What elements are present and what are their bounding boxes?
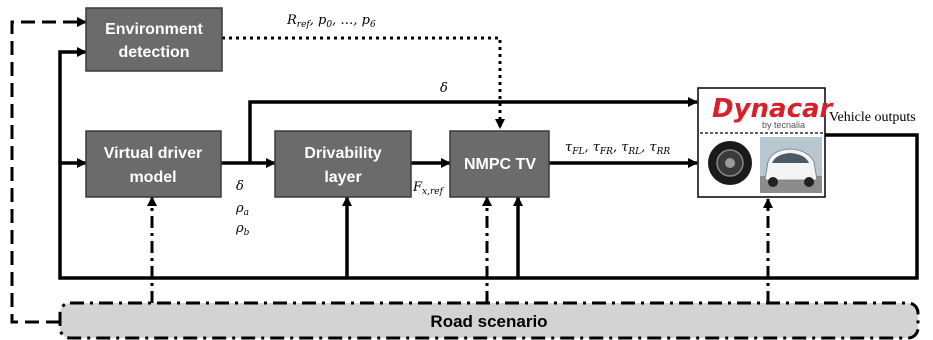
drivability-label-1: Drivability (304, 145, 381, 162)
environment-detection-block: Environment detection (85, 7, 223, 72)
dynacar-logo: Dynacar (712, 94, 835, 124)
environment-detection-label-2: detection (118, 44, 189, 61)
environment-to-nmpc-dotted-arrow (222, 36, 505, 129)
driver-output-rho-a: ρa (235, 201, 249, 218)
road-scenario-block: Road scenario (58, 301, 920, 340)
nmpc-tv-label: NMPC TV (464, 156, 536, 173)
dynacar-block: Dynacar by tecnalia (697, 87, 835, 198)
delta-branch-arrow (248, 97, 698, 163)
virtual-driver-block: Virtual driver model (85, 130, 222, 198)
force-reference-label: Fx,ref (412, 180, 445, 197)
car-photo-icon (760, 137, 822, 193)
torque-signals-label: τFL, τFR, τRL, τRR (565, 140, 670, 157)
virtual-driver-label-1: Virtual driver (104, 145, 202, 162)
nmpc-tv-block: NMPC TV (449, 130, 550, 198)
driver-output-delta: δ (236, 179, 244, 194)
driver-output-rho-b: ρb (235, 221, 250, 238)
virtual-driver-label-2: model (129, 169, 176, 186)
vehicle-outputs-label: Vehicle outputs (829, 110, 916, 125)
tire-icon (708, 141, 752, 185)
delta-top-label: δ (440, 81, 448, 96)
environment-output-signals: Rref, p0, …, p6 (286, 13, 376, 30)
drivability-layer-block: Drivability layer (274, 130, 412, 198)
road-scenario-label: Road scenario (430, 312, 547, 331)
drivability-label-2: layer (324, 169, 361, 186)
dynacar-subtitle: by tecnalia (762, 120, 805, 130)
environment-detection-label-1: Environment (105, 21, 203, 38)
feedback-to-environment-line (58, 47, 87, 163)
road-to-environment-dashed-arrow (10, 17, 87, 324)
